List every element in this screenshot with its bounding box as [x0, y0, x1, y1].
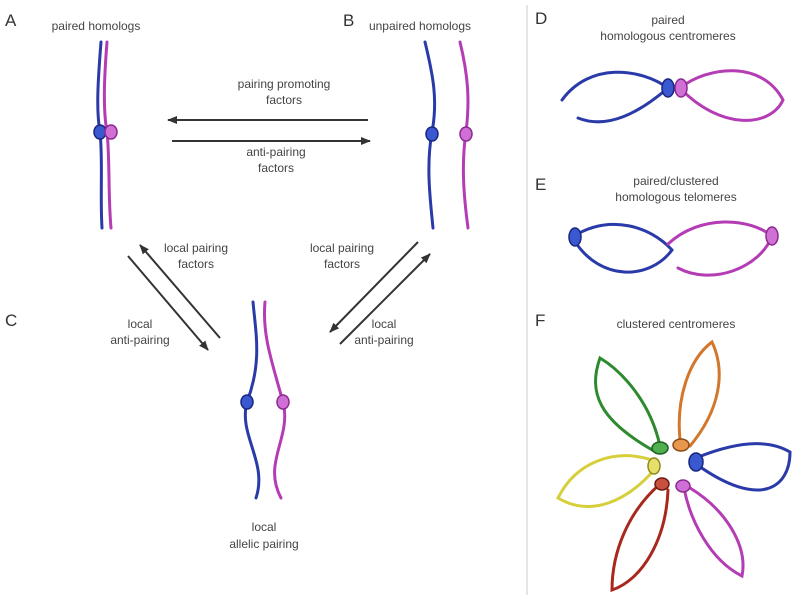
panel-d-label-line2: homologous centromeres — [600, 29, 735, 43]
telomere-blue — [568, 227, 582, 247]
right-diagonal-arrows: local pairing factors local anti-pairing — [310, 241, 431, 347]
pairing-promoting-label-line1: pairing promoting — [238, 77, 331, 91]
panel-f-letter: F — [535, 311, 545, 330]
chromosome-magenta — [678, 69, 785, 122]
local-pairing-arrow-right — [329, 241, 419, 333]
centromere-blue — [240, 394, 254, 410]
panel-b: B unpaired homologs — [343, 11, 473, 230]
panel-c-label-line1: local — [252, 520, 277, 534]
centromere-magenta — [276, 394, 290, 410]
left-local-pairing-line2: factors — [178, 257, 214, 271]
panel-b-letter: B — [343, 11, 354, 30]
panel-d-label-line1: paired — [651, 13, 684, 27]
centromere-magenta — [459, 126, 473, 142]
panel-d-letter: D — [535, 9, 547, 28]
panel-a-letter: A — [5, 11, 17, 30]
centromere-magenta — [104, 124, 118, 140]
pairing-promoting-arrow-group: pairing promoting factors — [167, 77, 368, 124]
anti-pairing-arrow-group: anti-pairing factors — [172, 137, 371, 175]
chromosome-magenta — [682, 486, 745, 579]
chromosome-blue — [694, 442, 792, 492]
local-anti-pairing-arrow-right — [339, 253, 431, 345]
panel-b-label: unpaired homologs — [369, 19, 471, 33]
chromosome-blue — [560, 70, 671, 124]
centromere-blue — [688, 452, 704, 472]
panel-e-label-line1: paired/clustered — [633, 174, 718, 188]
panel-a-label: paired homologs — [52, 19, 141, 33]
chromosome-green — [594, 355, 662, 454]
centromere-yellow — [647, 457, 661, 475]
right-local-pairing-line1: local pairing — [310, 241, 374, 255]
centromere-red — [654, 477, 670, 491]
left-local-anti-line2: anti-pairing — [110, 333, 169, 347]
chromosome-red — [610, 482, 670, 593]
anti-pairing-label-line2: factors — [258, 161, 294, 175]
local-pairing-arrow-left — [139, 244, 221, 339]
chromosome-magenta — [666, 220, 774, 277]
chromosome-orange — [677, 339, 721, 448]
right-local-anti-line1: local — [372, 317, 397, 331]
centromere-blue — [661, 78, 675, 98]
panel-c: C local allelic pairing — [5, 300, 299, 551]
chromosome-yellow — [556, 454, 656, 508]
centromere-green — [651, 441, 669, 455]
left-local-anti-line1: local — [128, 317, 153, 331]
pairing-promoting-label-line2: factors — [266, 93, 302, 107]
panel-a: A paired homologs — [5, 11, 141, 230]
panel-f-label: clustered centromeres — [617, 317, 736, 331]
left-local-pairing-line1: local pairing — [164, 241, 228, 255]
centromere-orange — [672, 438, 690, 452]
chromosome-blue — [572, 222, 674, 274]
panel-c-letter: C — [5, 311, 17, 330]
anti-pairing-label-line1: anti-pairing — [246, 145, 305, 159]
right-local-pairing-line2: factors — [324, 257, 360, 271]
centromere-magenta — [674, 78, 688, 98]
centromere-magenta — [675, 479, 691, 493]
right-local-anti-line2: anti-pairing — [354, 333, 413, 347]
left-diagonal-arrows: local pairing factors local anti-pairing — [110, 241, 228, 351]
local-anti-pairing-arrow-left — [127, 255, 209, 351]
panel-f: F clustered centromeres — [535, 311, 792, 593]
panel-c-label-line2: allelic pairing — [229, 537, 298, 551]
centromere-blue — [93, 124, 107, 140]
centromere-blue — [425, 126, 439, 142]
panel-e: E paired/clustered homologous telomeres — [535, 174, 779, 277]
telomere-magenta — [765, 226, 779, 246]
panel-e-label-line2: homologous telomeres — [615, 190, 736, 204]
panel-d: D paired homologous centromeres — [535, 9, 785, 124]
panel-e-letter: E — [535, 175, 546, 194]
